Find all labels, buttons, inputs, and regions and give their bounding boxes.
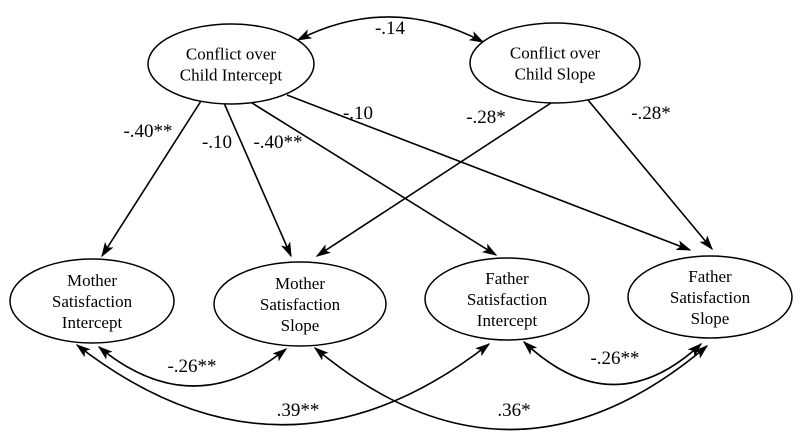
coefficient-fi-fs: -.26** bbox=[590, 348, 639, 369]
edge-mi-fi bbox=[75, 343, 491, 426]
edges-layer bbox=[75, 16, 713, 431]
coefficient-ci-cs: -.14 bbox=[375, 18, 406, 39]
node-label-line: Mother bbox=[275, 274, 325, 293]
node-label-line: Satisfaction bbox=[670, 288, 751, 307]
node-conflict-child-slope bbox=[469, 22, 641, 104]
node-label-line: Conflict over bbox=[510, 44, 601, 63]
edge-ci-fi bbox=[251, 102, 498, 256]
node-label-line: Satisfaction bbox=[467, 290, 548, 309]
node-label-line: Slope bbox=[281, 316, 320, 335]
coefficient-ms-fs: .36* bbox=[497, 400, 530, 421]
coefficient-ci-fs: -.10 bbox=[343, 103, 373, 124]
coefficient-ci-mi: -.40** bbox=[123, 121, 172, 142]
node-mother-satisfaction-intercept bbox=[9, 258, 175, 344]
coefficient-ci-fi: -.40** bbox=[253, 132, 302, 153]
edge-cs-ms bbox=[315, 102, 552, 257]
edge-mi-ms bbox=[97, 346, 288, 387]
edge-ci-ms bbox=[223, 102, 292, 258]
coefficient-mi-fi: .39** bbox=[277, 400, 320, 421]
coefficient-mi-ms: -.26** bbox=[167, 356, 216, 377]
edge-ci-cs bbox=[296, 16, 485, 43]
node-father-satisfaction-intercept bbox=[424, 257, 590, 341]
node-label-line: Slope bbox=[691, 309, 730, 328]
coefficient-cs-fs: -.28* bbox=[631, 103, 671, 124]
node-label-line: Conflict over bbox=[186, 45, 277, 64]
coefficient-ci-ms: -.10 bbox=[202, 132, 232, 153]
node-label-line: Satisfaction bbox=[52, 292, 133, 311]
node-father-satisfaction-slope bbox=[627, 255, 793, 339]
node-label-line: Intercept bbox=[62, 313, 123, 332]
node-conflict-child-intercept bbox=[147, 23, 315, 105]
coefficient-cs-ms: -.28* bbox=[466, 107, 506, 128]
node-label-line: Father bbox=[688, 267, 732, 286]
edge-ci-fs bbox=[286, 94, 692, 251]
node-label-line: Child Intercept bbox=[180, 66, 283, 85]
edge-labels-layer: -.14 -.40** -.10 -.40** -.10 -.28* -.28* -.26**… bbox=[123, 18, 670, 421]
edge-cs-fs bbox=[587, 99, 713, 251]
node-label-line: Child Slope bbox=[515, 65, 596, 84]
node-label-line: Mother bbox=[67, 271, 117, 290]
node-label-line: Satisfaction bbox=[260, 295, 341, 314]
node-mother-satisfaction-slope bbox=[213, 261, 387, 347]
node-label-line: Father bbox=[485, 269, 529, 288]
edge-ci-mi bbox=[101, 100, 202, 258]
node-label-line: Intercept bbox=[477, 311, 538, 330]
edge-ms-fs bbox=[313, 345, 709, 431]
